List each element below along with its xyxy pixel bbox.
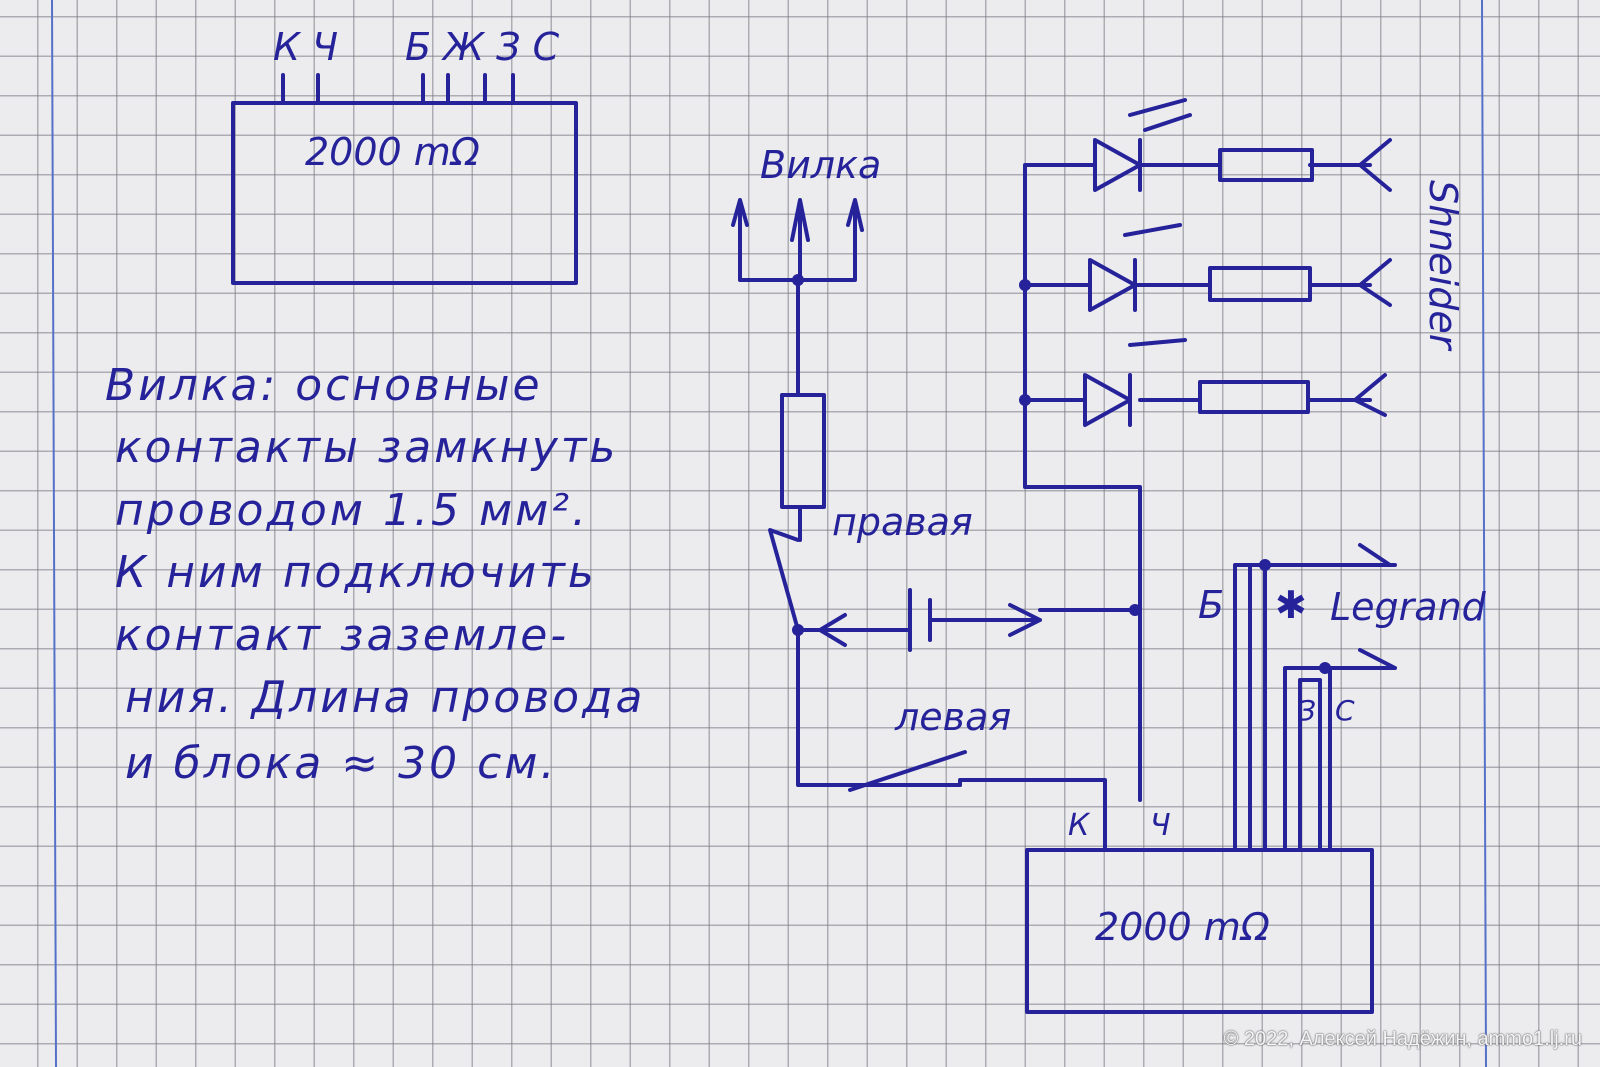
right-switch-label: правая [832, 500, 973, 544]
note-line: К ним подключить [115, 547, 597, 598]
bottom-block-rating: 2000 mΩ [1095, 905, 1270, 949]
handwritten-note: Вилка: основные контакты замкнуть провод… [105, 360, 645, 789]
wire-s-label: С [1335, 694, 1355, 727]
note-line: проводом 1.5 мм². [115, 485, 589, 536]
left-margin-line [51, 0, 57, 1067]
left-switch-label: левая [894, 695, 1011, 739]
note-line: и блока ≈ 30 см. [125, 738, 557, 789]
plug-symbol: Вилка правая левая [731, 143, 1042, 792]
asterisk-mark: ✱ [1275, 583, 1307, 627]
top-pins-right-label: Б Ж З С [405, 25, 560, 69]
note-line: ния. Длина провода [125, 672, 645, 723]
copyright-watermark: © 2022, Алексей Надёжин, ammo1.lj.ru [1223, 1028, 1582, 1050]
top-block-rating: 2000 mΩ [305, 130, 480, 174]
plug-label: Вилка [760, 143, 881, 187]
top-pins-left-label: К Ч [273, 25, 338, 69]
wire-k-label: К [1068, 808, 1091, 843]
note-line: контакты замкнуть [115, 422, 618, 473]
wire-ch-label: Ч [1150, 808, 1171, 843]
wire-z-label: З [1298, 694, 1316, 727]
wire-b-label: Б [1198, 583, 1224, 627]
schneider-brand-label: Shneider [1421, 180, 1465, 352]
right-margin-line [1481, 0, 1487, 1067]
top-residual-current-block: К Ч Б Ж З С 2000 mΩ [231, 25, 578, 285]
legrand-brand-label: Legrand [1330, 585, 1487, 629]
note-line: Вилка: основные [105, 360, 543, 411]
bottom-residual-current-block: Б ✱ Legrand З С К Ч 2000 mΩ [958, 543, 1487, 1014]
indicator-led-group: Shneider [1019, 98, 1465, 802]
note-line: контакт заземле- [115, 610, 569, 661]
